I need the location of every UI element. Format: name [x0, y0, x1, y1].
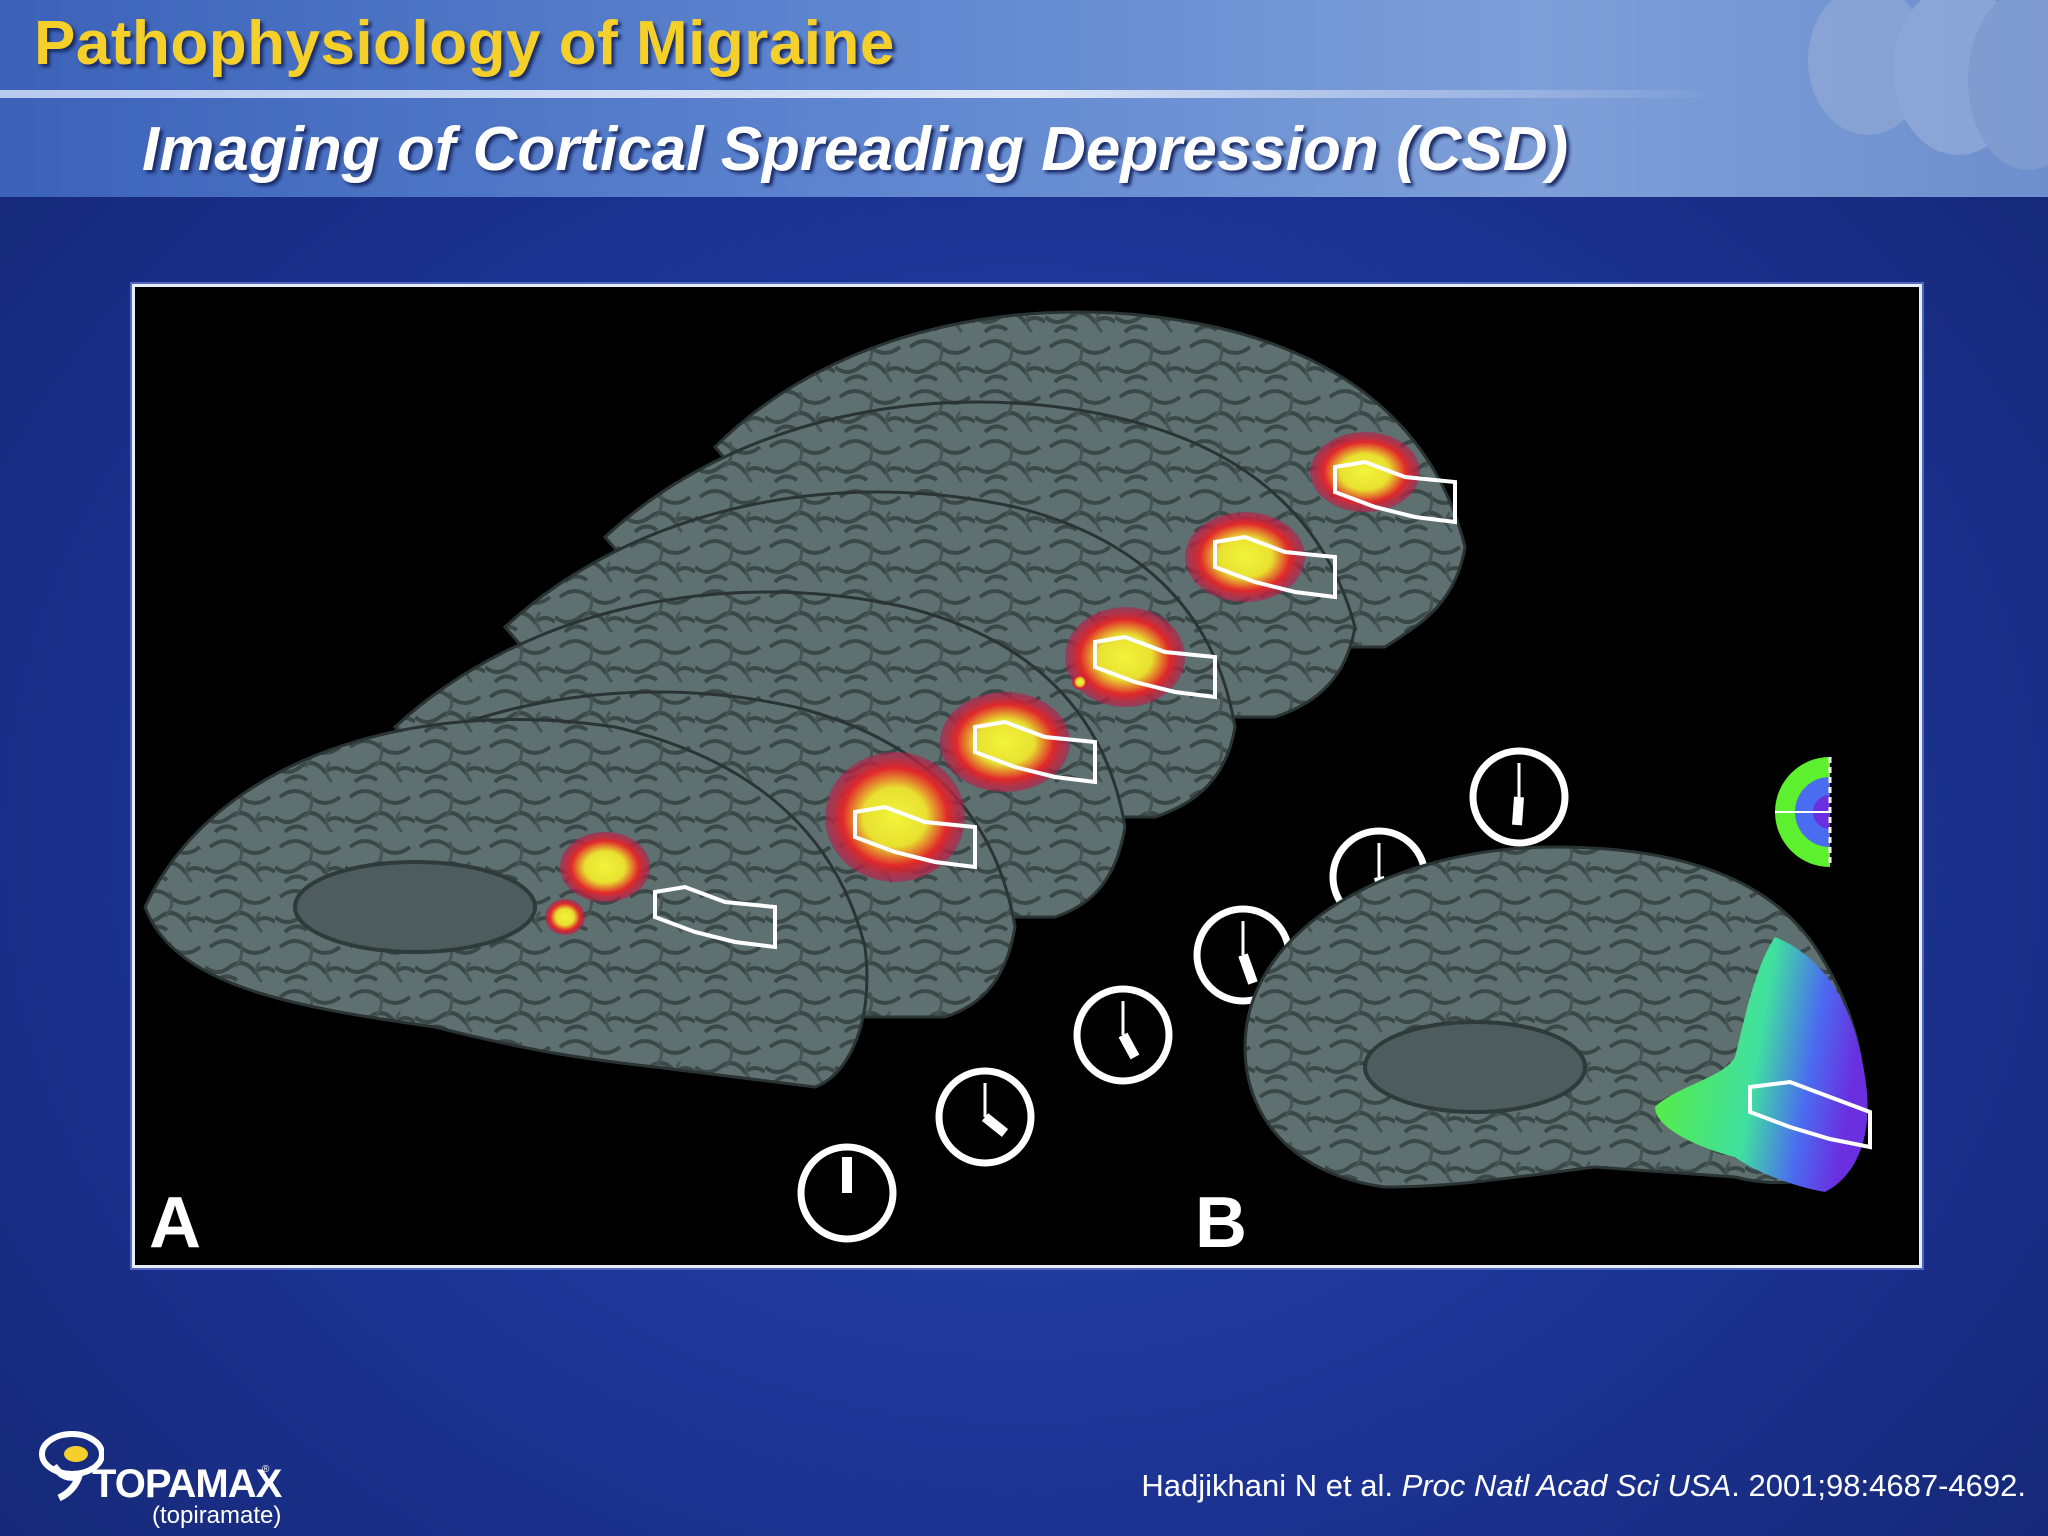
panel-a-activations [545, 432, 1420, 935]
citation-authors: Hadjikhani N et al. [1141, 1468, 1402, 1503]
citation-journal: Proc Natl Acad Sci USA [1401, 1468, 1732, 1503]
panel-b-brain [1243, 845, 1872, 1192]
topamax-emblem-icon [39, 1431, 104, 1502]
title-divider [0, 90, 1720, 98]
clock-icon [797, 1143, 897, 1243]
panel-b-label: B [1195, 1183, 1247, 1263]
clock-icon [1469, 747, 1569, 847]
generic-name: (topiramate) [152, 1502, 282, 1529]
brain-image: A B [143, 310, 1872, 1263]
panel-a-brains [143, 310, 1467, 1089]
phase-color-scale [1775, 757, 1832, 867]
title-bar: Pathophysiology of Migraine Imaging of C… [0, 0, 2048, 197]
decorative-heads-image [1808, 0, 2048, 170]
clock-icon [935, 1067, 1035, 1167]
slide-subtitle: Imaging of Cortical Spreading Depression… [142, 115, 1569, 184]
clock-icon [1073, 985, 1173, 1085]
topamax-logo: TOPAMAX ® (topiramate) [34, 1424, 282, 1529]
panel-a-label: A [149, 1183, 201, 1263]
panel-a-roi-outlines [653, 459, 1457, 950]
brand-name: TOPAMAX [92, 1462, 282, 1506]
citation: Hadjikhani N et al. Proc Natl Acad Sci U… [1141, 1468, 2026, 1504]
registered-mark: ® [262, 1464, 270, 1475]
citation-details: . 2001;98:4687-4692. [1731, 1468, 2026, 1503]
slide-title: Pathophysiology of Migraine [34, 9, 895, 78]
csd-imaging-figure: A B [132, 284, 1922, 1268]
